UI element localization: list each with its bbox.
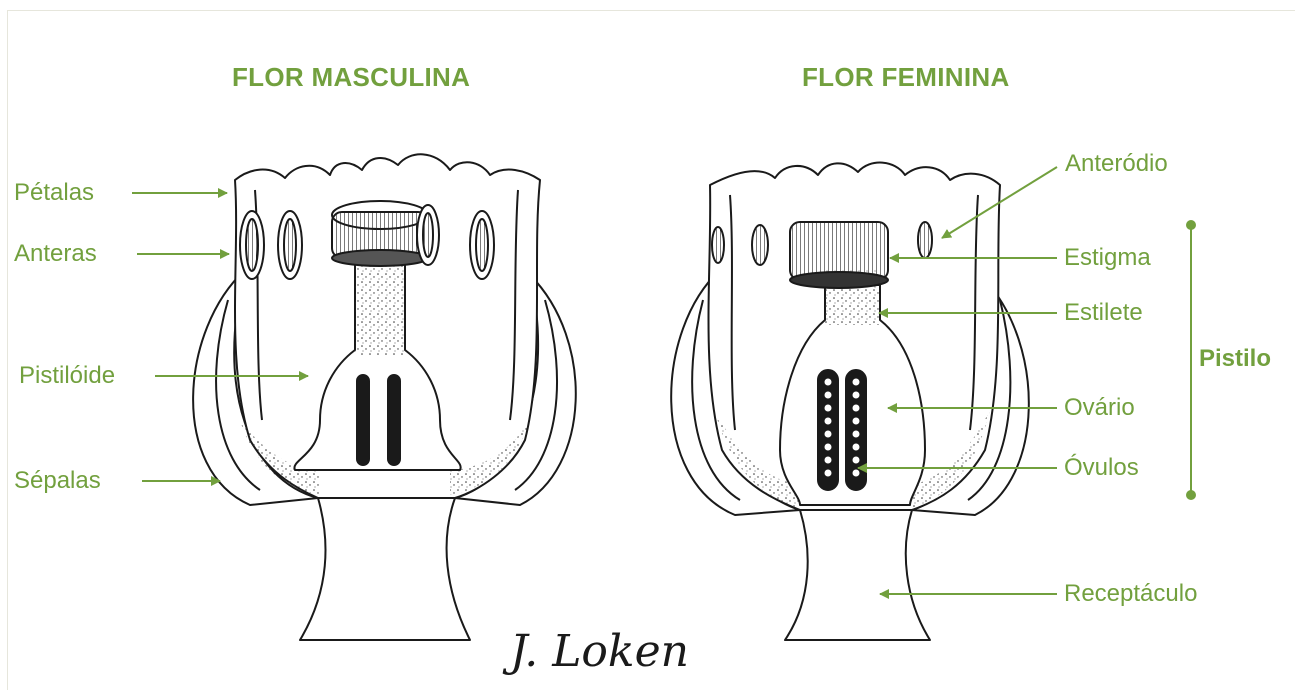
label-pistilo: Pistilo bbox=[1199, 345, 1271, 373]
label-anterodio: Anteródio bbox=[1065, 150, 1168, 178]
label-petalas: Pétalas bbox=[14, 179, 94, 207]
male-receptacle-shape bbox=[300, 498, 470, 640]
label-anteras: Anteras bbox=[14, 240, 97, 268]
label-sepalas: Sépalas bbox=[14, 467, 101, 495]
label-ovario: Ovário bbox=[1064, 394, 1135, 422]
female-antherode-3 bbox=[918, 222, 932, 258]
male-flower-drawing bbox=[193, 154, 576, 640]
label-estigma: Estigma bbox=[1064, 244, 1151, 272]
pistilo-bracket bbox=[1186, 220, 1196, 500]
title-female-flower: FLOR FEMININA bbox=[802, 62, 1010, 93]
label-pistiloide: Pistilóide bbox=[19, 362, 115, 390]
title-male-flower: FLOR MASCULINA bbox=[232, 62, 470, 93]
female-antherode-1 bbox=[712, 227, 724, 263]
label-estilete: Estilete bbox=[1064, 299, 1143, 327]
female-receptacle-shape bbox=[785, 510, 930, 640]
label-receptaculo: Receptáculo bbox=[1064, 580, 1197, 608]
label-ovulos: Óvulos bbox=[1064, 454, 1139, 482]
female-flower-drawing bbox=[671, 163, 1029, 640]
female-antherode-2 bbox=[752, 225, 768, 265]
signature: J. Loken bbox=[502, 626, 689, 677]
